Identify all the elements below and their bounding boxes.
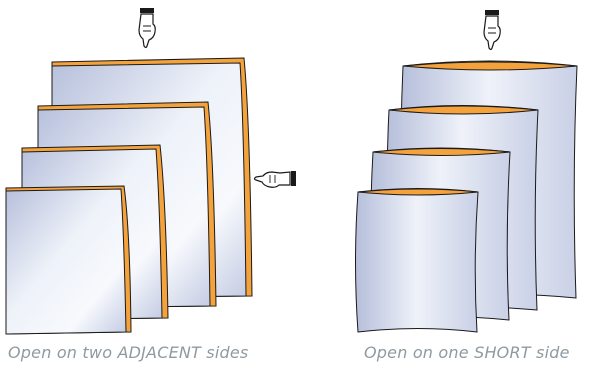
pointing-hand-down-icon [484, 10, 500, 50]
pouch-small-right [356, 189, 479, 333]
caption-one-short-side: Open on one SHORT side [364, 343, 570, 362]
caption-two-adjacent-sides: Open on two ADJACENT sides [8, 343, 248, 362]
pointing-hand-right-icon [255, 171, 297, 187]
pointing-hand-down-icon [139, 8, 155, 48]
pouch-small [6, 186, 131, 334]
right-pouch-group [356, 61, 578, 332]
left-pouch-group [6, 58, 252, 334]
